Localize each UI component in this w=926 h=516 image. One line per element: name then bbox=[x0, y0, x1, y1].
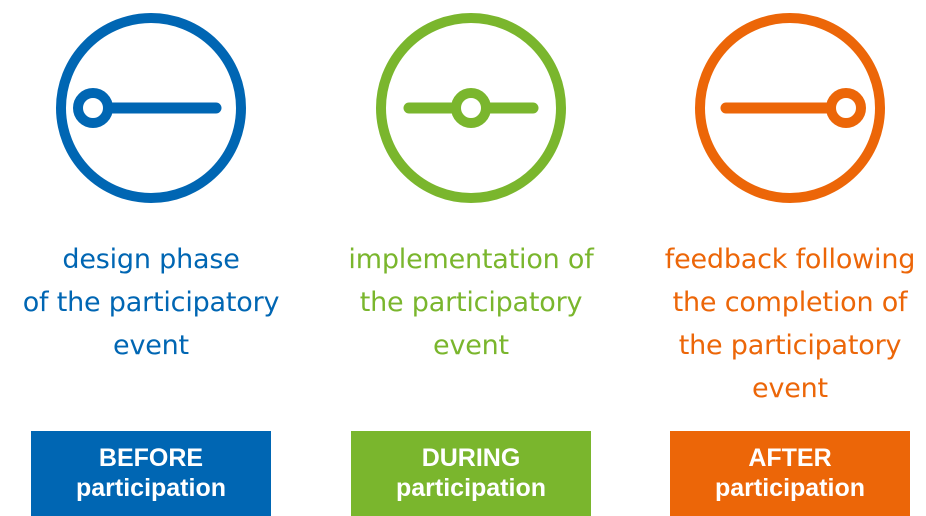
phase-label-subtitle: participation bbox=[714, 474, 865, 502]
phase-label-title: AFTER bbox=[748, 444, 832, 472]
description-line: of the participatory bbox=[22, 287, 280, 318]
description-line: feedback following bbox=[664, 244, 916, 275]
timeline-middle-icon bbox=[371, 8, 571, 208]
icon-dot bbox=[73, 88, 113, 128]
description-line: the completion of bbox=[672, 287, 908, 318]
phase-during: implementation of the participatory even… bbox=[321, 0, 621, 516]
icon-dot bbox=[451, 88, 491, 128]
phase-label-after: AFTER participation bbox=[670, 431, 910, 516]
description-line: event bbox=[752, 373, 828, 404]
icon-ring bbox=[56, 13, 246, 203]
phase-label-title: BEFORE bbox=[98, 444, 204, 472]
description-line: implementation of bbox=[348, 244, 594, 275]
description-line: event bbox=[433, 330, 509, 361]
icon-ring bbox=[695, 13, 885, 203]
phase-description: feedback following the completion of the… bbox=[640, 238, 926, 410]
timeline-start-icon bbox=[51, 8, 251, 208]
phase-before: design phase of the participatory event … bbox=[1, 0, 301, 516]
phase-label-before: BEFORE participation bbox=[31, 431, 271, 516]
icon-dot bbox=[826, 88, 866, 128]
phase-description: implementation of the participatory even… bbox=[321, 238, 621, 367]
phase-label-during: DURING participation bbox=[351, 431, 591, 516]
phase-after: feedback following the completion of the… bbox=[640, 0, 926, 516]
phase-label-subtitle: participation bbox=[75, 474, 226, 502]
description-line: event bbox=[113, 330, 189, 361]
phase-description: design phase of the participatory event bbox=[1, 238, 301, 367]
description-line: the participatory bbox=[359, 287, 583, 318]
description-line: design phase bbox=[62, 244, 240, 275]
timeline-end-icon bbox=[690, 8, 890, 208]
phase-label-subtitle: participation bbox=[395, 474, 546, 502]
phase-label-title: DURING bbox=[421, 444, 521, 472]
description-line: the participatory bbox=[678, 330, 902, 361]
icon-ring bbox=[376, 13, 566, 203]
